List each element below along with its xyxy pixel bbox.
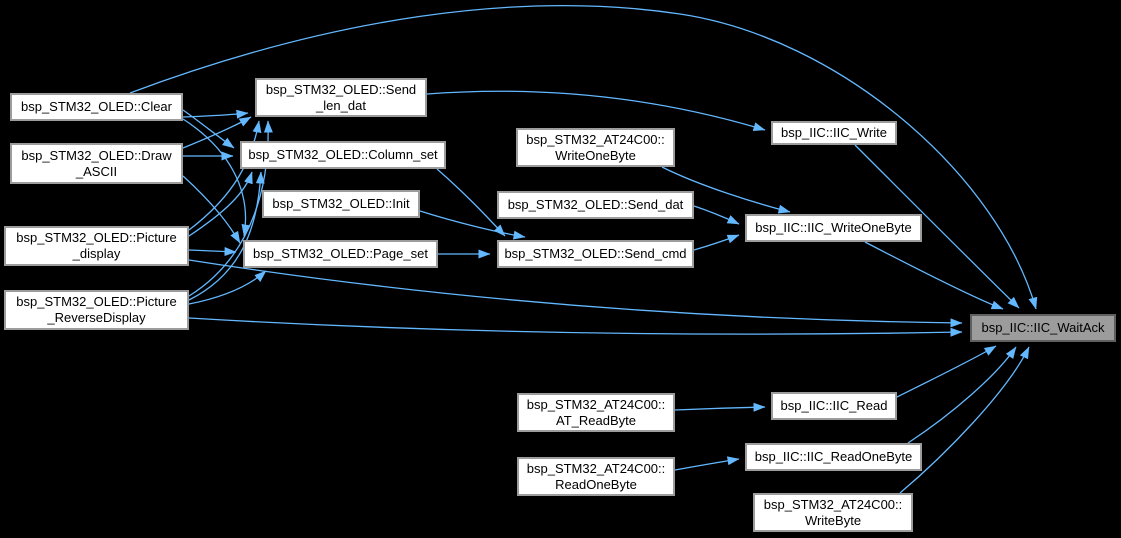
node-bsp-stm32-at24c00-writeonebyte[interactable]: bsp_STM32_AT24C00:: WriteOneByte — [516, 128, 675, 167]
edge-send-cmd-to-iic-writeonebyte — [693, 234, 740, 251]
edge-readonebyte-to-iic-readonebyte — [674, 456, 740, 471]
node-bsp-stm32-oled-picture-reversedisplay[interactable]: bsp_STM32_OLED::Picture _ReverseDisplay — [4, 290, 189, 330]
node-bsp-stm32-at24c00-writebyte[interactable]: bsp_STM32_AT24C00:: WriteByte — [753, 493, 913, 532]
edge-iic-read-to-waitack — [896, 345, 997, 398]
node-bsp-stm32-at24c00-readonebyte[interactable]: bsp_STM32_AT24C00:: ReadOneByte — [517, 457, 675, 496]
node-bsp-iic-iic-waitack[interactable]: bsp_IIC::IIC_WaitAck — [970, 314, 1116, 342]
edge-clear-to-send-len-dat — [182, 109, 249, 119]
edge-clear-to-page-set — [182, 118, 251, 237]
edge-iic-readonebyte-to-waitack — [907, 346, 1017, 444]
edge-send-dat-to-iic-writeonebyte — [693, 205, 740, 225]
edge-picture-display-to-send-len-dat — [188, 120, 262, 231]
edge-init-to-send-cmd — [419, 210, 526, 240]
node-bsp-stm32-oled-draw-ascii[interactable]: bsp_STM32_OLED::Draw _ASCII — [10, 143, 183, 184]
edge-clear-to-column-set — [182, 109, 235, 149]
edge-column-set-to-send-cmd — [436, 168, 506, 237]
edge-iic-writeonebyte-to-waitack — [864, 241, 1004, 310]
node-bsp-stm32-oled-send-cmd[interactable]: bsp_STM32_OLED::Send_cmd — [497, 240, 694, 268]
edge-picture-reverse-to-waitack — [188, 317, 963, 337]
node-bsp-stm32-oled-init[interactable]: bsp_STM32_OLED::Init — [262, 190, 420, 218]
node-bsp-stm32-oled-clear[interactable]: bsp_STM32_OLED::Clear — [10, 93, 183, 121]
edge-at24-writeonebyte-to-iic-writeonebyte — [661, 166, 791, 214]
node-bsp-iic-iic-write[interactable]: bsp_IIC::IIC_Write — [771, 121, 897, 145]
edge-picture-reverse-to-page-set — [188, 270, 267, 305]
edge-picture-display-to-page-set — [188, 247, 237, 257]
node-bsp-stm32-oled-send-len-dat[interactable]: bsp_STM32_OLED::Send _len_dat — [255, 78, 427, 117]
edge-send-len-dat-to-iic-write — [426, 90, 766, 131]
edge-picture-display-to-column-set — [188, 171, 253, 237]
node-bsp-stm32-oled-page-set[interactable]: bsp_STM32_OLED::Page_set — [243, 240, 438, 268]
node-bsp-stm32-oled-picture-display[interactable]: bsp_STM32_OLED::Picture _display — [4, 226, 189, 266]
edge-iic-write-to-waitack — [854, 144, 1020, 309]
node-bsp-iic-iic-readonebyte[interactable]: bsp_IIC::IIC_ReadOneByte — [745, 443, 922, 471]
node-bsp-iic-iic-writeonebyte[interactable]: bsp_IIC::IIC_WriteOneByte — [745, 214, 922, 242]
node-bsp-iic-iic-read[interactable]: bsp_IIC::IIC_Read — [771, 392, 897, 420]
node-bsp-stm32-oled-send-dat[interactable]: bsp_STM32_OLED::Send_dat — [497, 191, 694, 219]
node-bsp-stm32-at24c00-at-readbyte[interactable]: bsp_STM32_AT24C00:: AT_ReadByte — [517, 393, 675, 432]
edge-at-readbyte-to-iic-read — [674, 402, 766, 412]
edge-picture-display-to-waitack — [188, 259, 963, 328]
edge-draw-ascii-to-page-set — [182, 175, 241, 244]
node-bsp-stm32-oled-column-set[interactable]: bsp_STM32_OLED::Column_set — [240, 141, 446, 169]
edge-writebyte-to-waitack — [899, 346, 1030, 494]
edge-clear-to-waitack — [129, 5, 1038, 310]
edge-draw-ascii-to-send-len-dat — [182, 116, 252, 149]
